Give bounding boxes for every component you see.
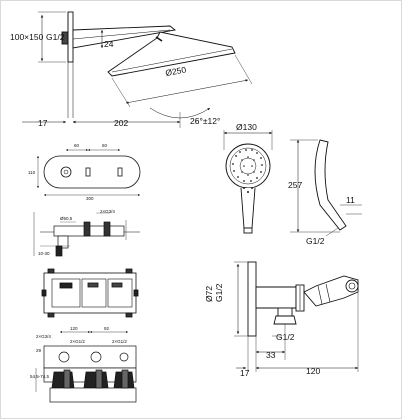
valve-bottom-lbl-e: 54,5-74,5 bbox=[30, 374, 50, 379]
wall-outlet-drawing bbox=[234, 261, 359, 372]
valve-section-drawing bbox=[35, 331, 137, 403]
dim-wall-plate: 100×150 bbox=[10, 32, 44, 42]
valve-bottom-lbl-c: 2×G1/2 bbox=[112, 339, 127, 344]
outlet-dim-offset: 33 bbox=[266, 350, 276, 360]
dim-arm-height: 24 bbox=[104, 39, 114, 49]
valve-front-drawing bbox=[37, 149, 141, 196]
valve-dim-total: 300 bbox=[86, 196, 94, 201]
valve-bottom-dim-a: 120 bbox=[70, 326, 78, 331]
outlet-dim-plate: Ø72 bbox=[204, 286, 214, 302]
hand-dim-length: 257 bbox=[288, 180, 302, 190]
valve-bottom-lbl-d: 29 bbox=[36, 348, 42, 353]
valve-side-lbl-a: Ø50,5 bbox=[60, 216, 73, 221]
valve-bottom-lbl-b: 2×G1/2 bbox=[70, 339, 85, 344]
dim-thread-top: G1/2 bbox=[46, 32, 65, 42]
valve-side-lbl-c: 10-30 bbox=[38, 251, 50, 256]
dim-arm-length: 202 bbox=[114, 118, 128, 128]
outlet-dim-wall: 17 bbox=[240, 368, 250, 378]
valve-bottom-lbl-a: 2×G3/4 bbox=[36, 334, 51, 339]
valve-dim-w1: 60 bbox=[74, 143, 80, 148]
valve-side-drawing bbox=[33, 212, 140, 257]
dim-wall-projection: 17 bbox=[38, 118, 48, 128]
overhead-shower-drawing bbox=[22, 11, 253, 128]
outlet-dim-outlet: G1/2 bbox=[276, 332, 295, 342]
valve-bottom-dim-b: 92 bbox=[104, 326, 110, 331]
hand-shower-drawing bbox=[223, 130, 362, 237]
valve-dim-height: 110 bbox=[28, 170, 36, 175]
hand-dim-tip: 11 bbox=[346, 195, 355, 205]
valve-side-lbl-b: 2×G3/4 bbox=[100, 209, 115, 214]
valve-dim-w2: 60 bbox=[102, 143, 108, 148]
hand-dim-diameter: Ø130 bbox=[236, 122, 257, 132]
dim-tilt-angle: 26°±12° bbox=[190, 116, 220, 126]
outlet-dim-length: 120 bbox=[306, 366, 320, 376]
valve-body-drawing bbox=[41, 268, 139, 318]
hand-dim-thread: G1/2 bbox=[306, 236, 325, 246]
nozzle-dots bbox=[232, 149, 263, 193]
outlet-dim-thread: G1/2 bbox=[214, 283, 224, 302]
dim-head-diameter: Ø250 bbox=[165, 64, 187, 78]
